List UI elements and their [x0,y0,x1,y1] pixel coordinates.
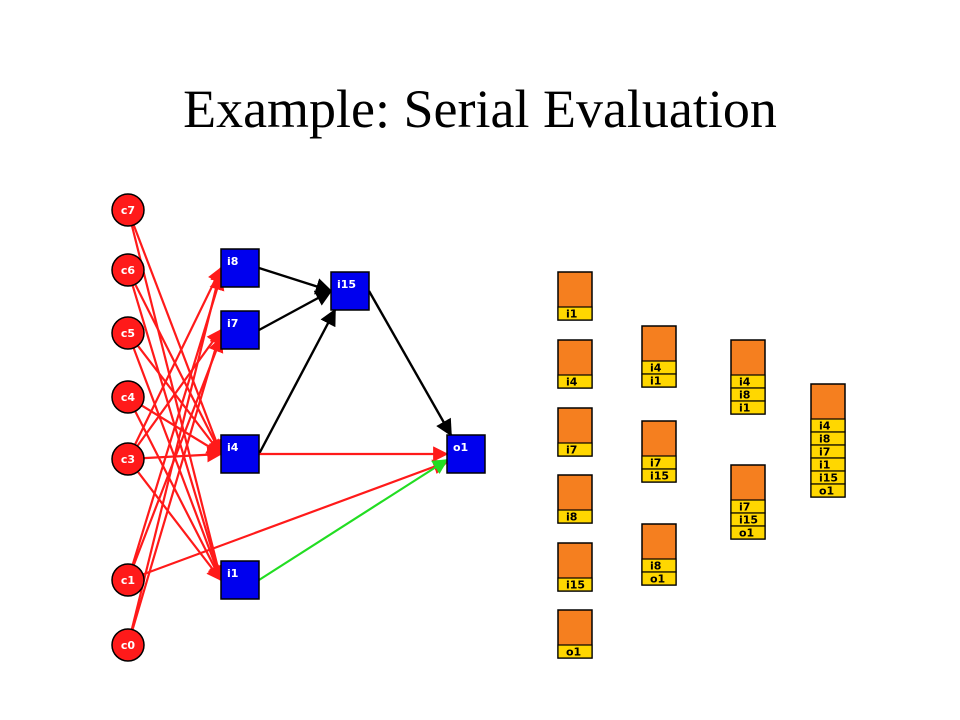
edge-c1-to-o1 [142,459,449,576]
stack-slot-label: i8 [819,433,830,446]
stack-slot-label: i15 [650,470,669,483]
gate-node-i7 [220,310,260,350]
stack-slot-label: i1 [566,308,577,321]
input-node-label-c0: c0 [121,639,136,652]
stack-slot [557,644,593,659]
stack-slot-label: i1 [819,459,830,472]
edge-i1-to-o1 [258,459,449,581]
edge-i4-to-i15 [257,308,337,455]
input-node-c6 [111,253,145,287]
input-node-c4 [111,380,145,414]
input-node-c1 [111,563,145,597]
gate-node-label-o1: o1 [453,441,468,454]
stack-slot [641,571,677,586]
stack-slot [557,306,593,321]
stack-slot-label: o1 [739,527,754,540]
stack-slot [641,468,677,483]
circuit-nodes: c7 c6 c5 c4 c3 c1 c0 i8 i7 i4 i1 i15 o1 [111,193,486,662]
stack-slot-label: i1 [650,375,661,388]
gate-node-i8 [220,248,260,288]
edge-c0-to-i7 [131,328,225,631]
edge-c7-to-i1 [130,225,226,582]
circuit-edges [130,224,453,631]
stack-1: i1 [557,271,593,321]
edge-c3-to-i8 [134,266,222,446]
evaluation-stacks: i1i4i7i8i15o1i4i1i7i15i8o1i4i8i1i7i15o1i… [557,271,846,659]
input-node-label-c3: c3 [121,453,135,466]
stack-slot [730,525,766,540]
edge-c5-to-i4 [136,345,222,456]
edge-c3-to-i7 [136,328,222,447]
stack-slot-label: i1 [739,402,750,415]
edge-c6-to-i4 [134,283,222,456]
stack-slot-label: i8 [650,560,661,573]
input-node-label-c5: c5 [121,327,135,340]
stack-slot-label: i7 [650,457,661,470]
stack-slot [641,373,677,388]
stack-6: o1 [557,609,593,659]
edge-i8-to-i15 [258,266,333,295]
gate-node-i1 [220,560,260,600]
stack-4: i8 [557,474,593,524]
stack-slot-label: i4 [566,376,578,389]
stack-slot-label: i7 [739,501,750,514]
stack-slot-label: i15 [566,579,585,592]
stack-slot-label: o1 [819,485,834,498]
input-node-label-c1: c1 [121,574,135,587]
gate-node-label-i15: i15 [337,278,356,291]
stack-slot [810,483,846,498]
input-node-c7 [111,193,145,227]
stack-slot-label: i8 [739,389,750,402]
stack-slot [557,374,593,389]
input-node-label-c7: c7 [121,204,135,217]
gate-node-i4 [220,434,260,474]
gate-node-label-i8: i8 [227,255,238,268]
input-node-c5 [111,316,145,350]
edge-c0-to-i8 [130,266,226,630]
input-node-c0 [111,628,145,662]
edge-c3-to-i1 [136,471,222,582]
input-node-label-c4: c4 [121,391,136,404]
stack-slot-label: i8 [566,511,577,524]
edge-c7-to-i4 [132,224,224,456]
gate-node-label-i4: i4 [227,441,239,454]
stack-slot [557,442,593,457]
stack-slot [730,400,766,415]
edge-c3-to-i4 [143,447,223,463]
edge-i7-to-i15 [258,289,333,332]
stack-slot-label: i4 [739,376,751,389]
gate-node-o1 [446,434,486,474]
stack-slot-label: o1 [566,646,581,659]
edge-c5-to-i1 [132,347,224,582]
gate-node-label-i1: i1 [227,567,238,580]
edge-i15-to-o1 [367,290,453,437]
stack-5: i15 [557,542,593,592]
gate-node-label-i7: i7 [227,317,238,330]
stack-slot-label: i4 [650,362,662,375]
stack-slot [557,577,593,592]
stack-3: i7 [557,407,593,457]
edge-c6-to-i1 [131,284,225,582]
stack-slot-label: i7 [819,446,830,459]
gate-node-i15 [330,271,370,311]
stack-slot-label: o1 [650,573,665,586]
input-node-c3 [111,442,145,476]
input-node-label-c6: c6 [121,264,136,277]
stack-slot-label: i7 [566,444,577,457]
stack-slot-label: i15 [739,514,758,527]
stack-slot-label: i4 [819,420,831,433]
stack-slot [557,509,593,524]
stack-slot-label: i15 [819,472,838,485]
stack-2: i4 [557,339,593,389]
slide-title: Example: Serial Evaluation [183,79,777,139]
